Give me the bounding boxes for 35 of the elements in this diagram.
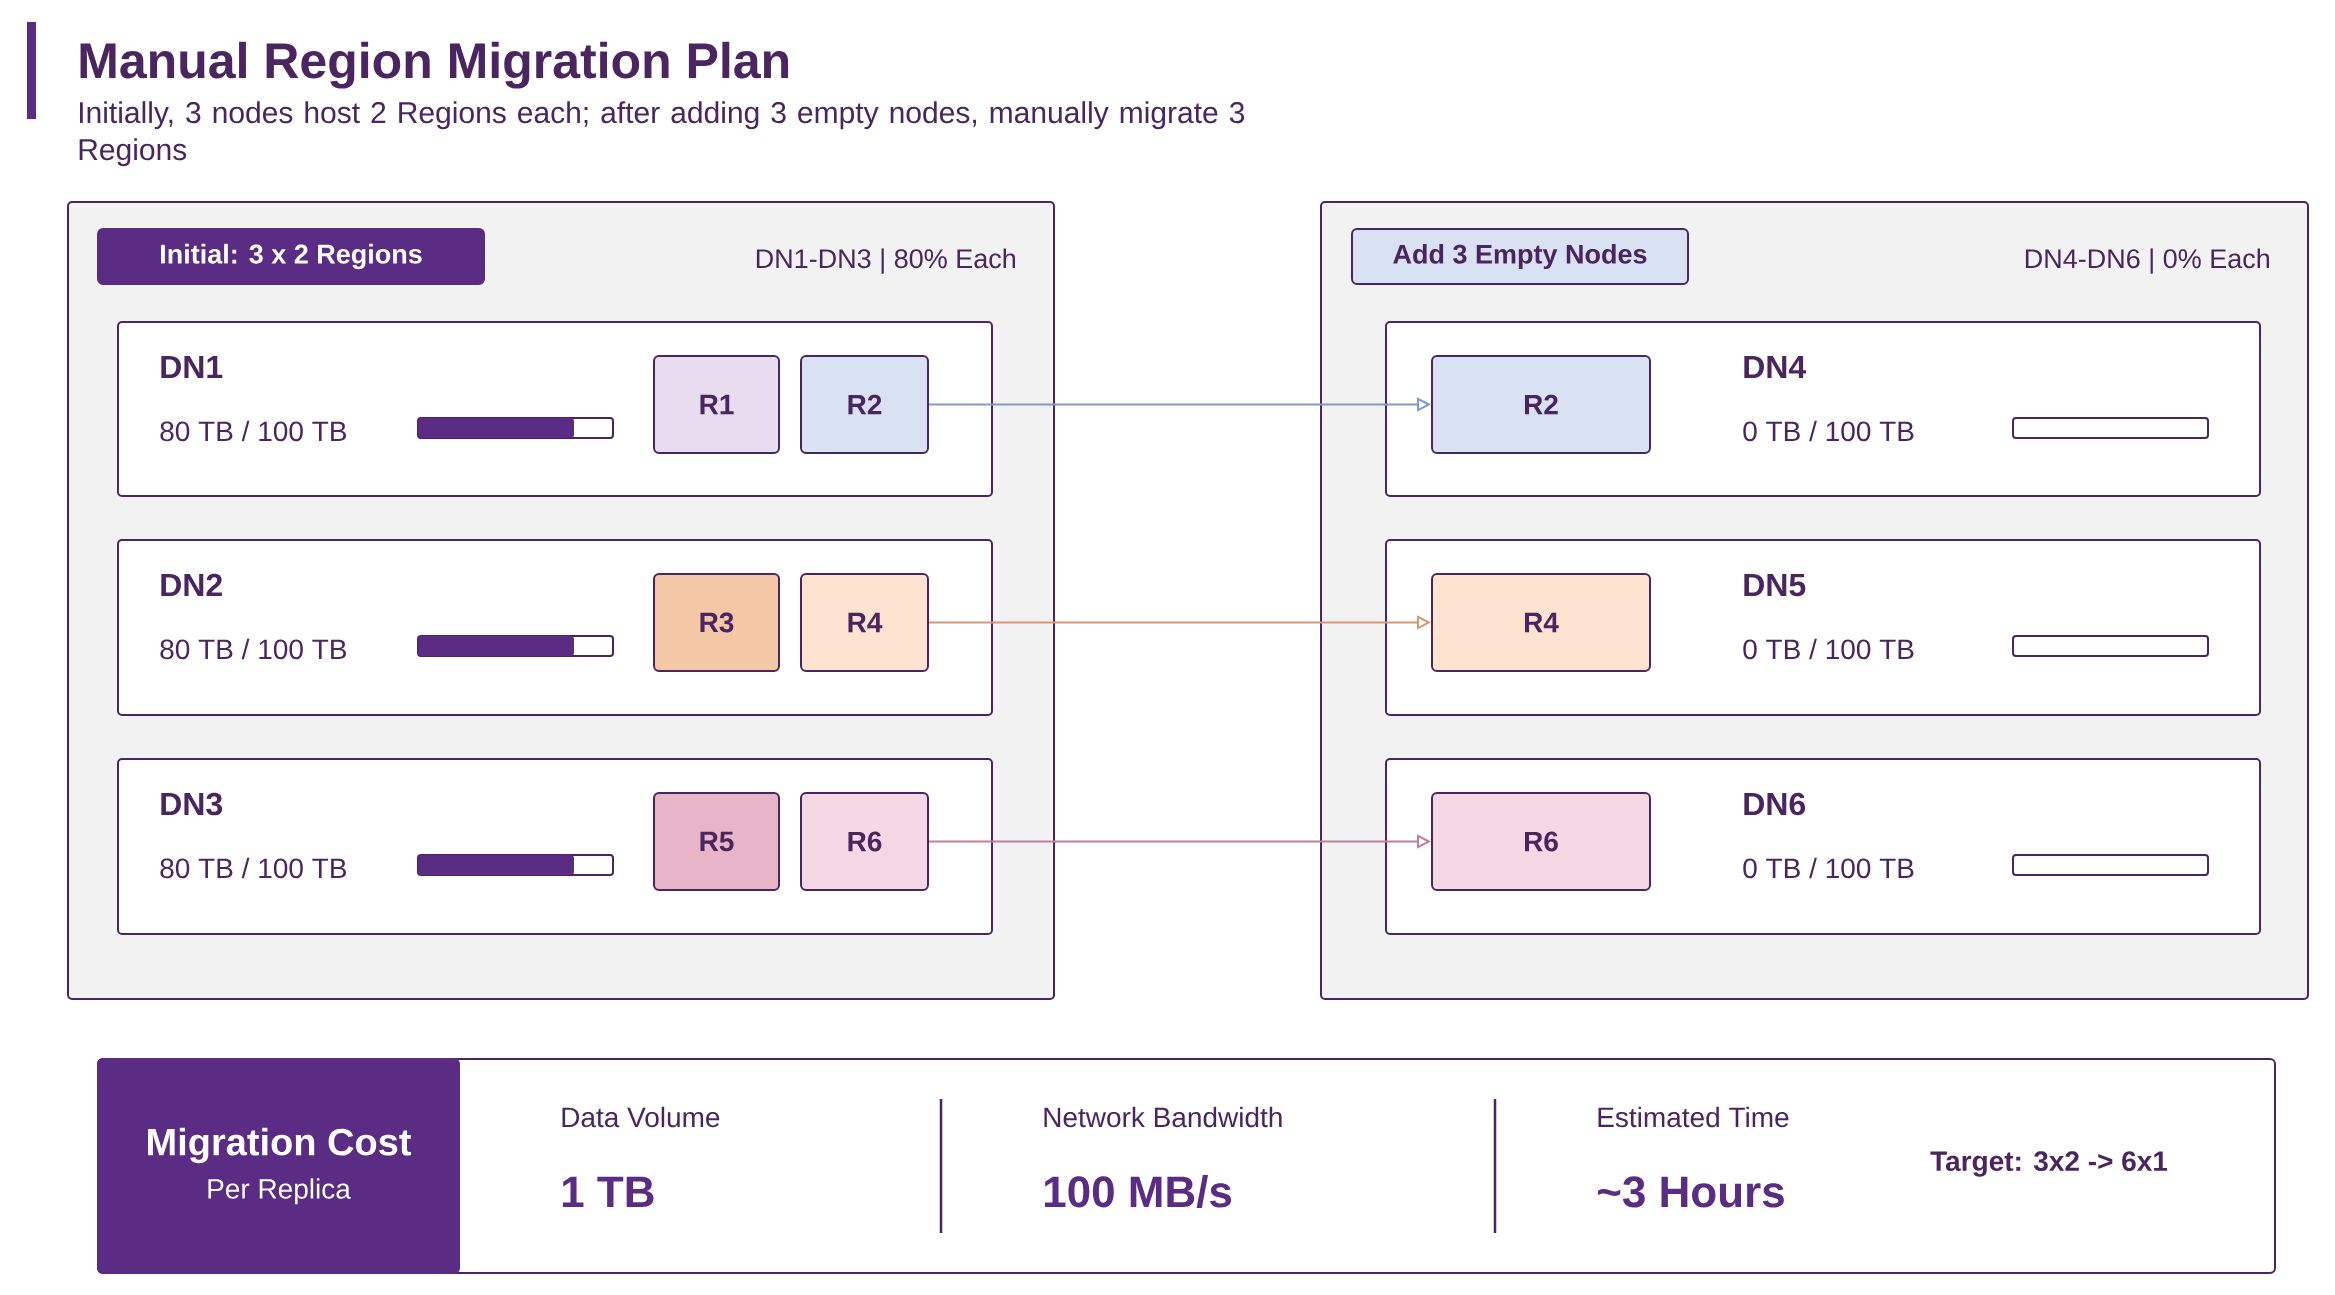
capacity-text: 0 TB / 100 TB <box>1743 420 1914 442</box>
node-name: DN4 <box>1744 356 1807 378</box>
capacity-text: 0 TB / 100 TB <box>1743 857 1914 879</box>
region-box: R4 <box>800 573 929 672</box>
title: Manual Region Migration Plan <box>80 41 789 89</box>
metric-label: Estimated Time <box>1598 1106 1789 1128</box>
cost-badge: Migration Cost Per Replica <box>97 1058 460 1274</box>
node-name: DN5 <box>1744 574 1806 597</box>
capacity-text: 80 TB / 100 TB <box>160 857 346 879</box>
header-badge: Add 3 Empty Nodes <box>1351 228 1689 285</box>
node-name: DN1 <box>161 356 223 378</box>
panel-note: DN4-DN6 | 0% Each <box>2025 248 2269 274</box>
metric-value: 100 MB/s <box>1045 1175 1232 1208</box>
node-name: DN3 <box>161 792 223 816</box>
header-badge: Initial: 3 x 2 Regions <box>97 228 485 285</box>
region-box: R2 <box>800 355 929 454</box>
region-box: R5 <box>653 792 780 891</box>
node-name: DN6 <box>1744 792 1806 816</box>
metric-value: 1 TB <box>563 1176 654 1207</box>
subtitle: Initially, 3 nodes host 2 Regions each; after adding 3 empty nodes, manually migrate 3 Regions <box>79 101 1245 167</box>
region-box: R3 <box>653 573 780 672</box>
target-note: Target: 3x2 -> 6x1 <box>1930 1151 2168 1177</box>
capacity-text: 80 TB / 100 TB <box>160 638 346 660</box>
node-name: DN2 <box>161 573 222 596</box>
region-box: R4 <box>1431 573 1651 672</box>
metric-label: Network Bandwidth <box>1044 1106 1282 1128</box>
capacity-text: 0 TB / 100 TB <box>1743 638 1914 660</box>
metric-label: Data Volume <box>562 1106 720 1128</box>
panel-note: DN1-DN3 | 80% Each <box>756 248 1015 274</box>
region-box: R6 <box>800 792 929 891</box>
capacity-text: 80 TB / 100 TB <box>160 420 346 442</box>
region-box: R2 <box>1431 355 1651 454</box>
region-box: R6 <box>1431 792 1651 891</box>
metric-value: ~3 Hours <box>1597 1176 1784 1208</box>
region-box: R1 <box>653 355 780 454</box>
